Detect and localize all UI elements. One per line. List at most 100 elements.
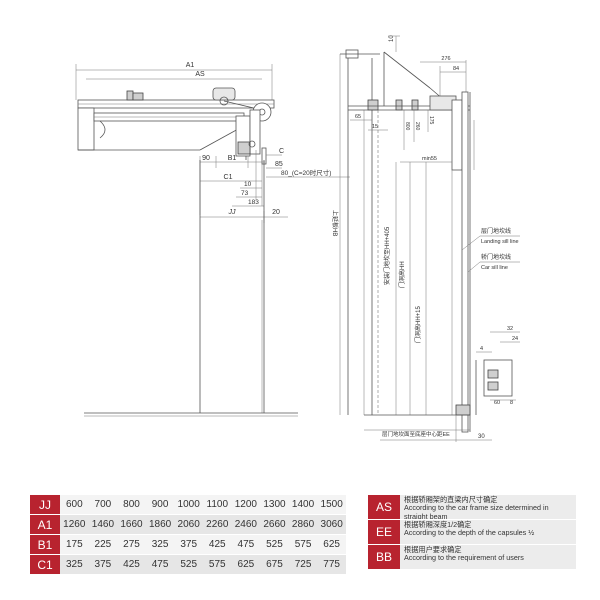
legend: AS 根据轿厢架的直梁内尺寸确定 According to the car fr… bbox=[368, 495, 576, 570]
spec-cell: 475 bbox=[231, 535, 261, 555]
dim-183: 183 bbox=[248, 199, 259, 206]
legend-code: AS bbox=[368, 495, 400, 519]
spec-row-b1: B1 175 225 275 325 375 425 475 525 575 6… bbox=[30, 535, 346, 555]
side-dim-hh405: 安装门地坎至HH+405 bbox=[383, 226, 391, 285]
dim-as: AS bbox=[195, 71, 205, 78]
spec-cell: 225 bbox=[88, 535, 118, 555]
spec-cell: 425 bbox=[202, 535, 232, 555]
side-dim-30: 30 bbox=[478, 434, 485, 440]
legend-text: 根据用户要求确定 According to the requirement of… bbox=[400, 545, 576, 569]
spec-cell: 2260 bbox=[202, 515, 232, 535]
dim-c: C bbox=[279, 148, 284, 155]
spec-cell: 775 bbox=[317, 555, 346, 575]
side-dim-800: 800 bbox=[404, 122, 410, 131]
spec-cell: 1400 bbox=[288, 495, 318, 515]
spec-cell: 425 bbox=[117, 555, 146, 575]
spec-cell: 700 bbox=[88, 495, 118, 515]
spec-cell: 1860 bbox=[145, 515, 175, 535]
dim-b1: B1 bbox=[228, 155, 237, 162]
spec-cell: 1100 bbox=[202, 495, 232, 515]
legend-cn: 根据用户要求确定 bbox=[404, 545, 462, 554]
side-dim-84: 84 bbox=[453, 66, 459, 72]
spec-cell: 2060 bbox=[174, 515, 203, 535]
side-dim-4: 4 bbox=[480, 346, 483, 352]
spec-table: JJ 600 700 800 900 1000 1100 1200 1300 1… bbox=[30, 495, 346, 575]
legend-cn: 根据轿厢深度1/2确定 bbox=[404, 520, 472, 529]
legend-code: BB bbox=[368, 545, 400, 569]
spec-cell: 725 bbox=[288, 555, 318, 575]
side-dim-hb: 上延板HB bbox=[331, 210, 339, 236]
legend-item-bb: BB 根据用户要求确定 According to the requirement… bbox=[368, 545, 576, 569]
landing-sill-en: Landing sill line bbox=[481, 239, 519, 245]
spec-code: JJ bbox=[30, 495, 60, 515]
legend-cn: 根据轿厢架的直梁内尺寸确定 bbox=[404, 495, 498, 504]
spec-cell: 600 bbox=[60, 495, 89, 515]
spec-row-c1: C1 325 375 425 475 525 575 625 675 725 7… bbox=[30, 555, 346, 575]
spec-cell: 3060 bbox=[317, 515, 346, 535]
side-dim-15: 15 bbox=[372, 124, 378, 130]
spec-cell: 375 bbox=[174, 535, 203, 555]
legend-en: According to the car frame size determin… bbox=[404, 503, 549, 519]
spec-cell: 625 bbox=[231, 555, 261, 575]
side-dim-60: 60 bbox=[494, 400, 500, 406]
spec-cell: 800 bbox=[117, 495, 146, 515]
spec-cell: 625 bbox=[317, 535, 346, 555]
spec-code: A1 bbox=[30, 515, 60, 535]
legend-text: 根据轿厢深度1/2确定 According to the depth of th… bbox=[400, 520, 576, 544]
dim-jj: JJ bbox=[228, 209, 237, 216]
spec-row-jj: JJ 600 700 800 900 1000 1100 1200 1300 1… bbox=[30, 495, 346, 515]
side-bottom-note: 层门地坎面至底座中心距EE bbox=[382, 430, 450, 438]
spec-cell: 275 bbox=[117, 535, 146, 555]
spec-code: B1 bbox=[30, 535, 60, 555]
dim-85: 85 bbox=[275, 161, 283, 168]
side-dim-276: 276 bbox=[441, 56, 450, 62]
spec-cell: 1260 bbox=[60, 515, 89, 535]
spec-cell: 1300 bbox=[260, 495, 289, 515]
dim-c-note: 80_(C=20时尺寸) bbox=[281, 168, 331, 177]
spec-cell: 1200 bbox=[231, 495, 261, 515]
spec-cell: 175 bbox=[60, 535, 89, 555]
spec-cell: 900 bbox=[145, 495, 175, 515]
spec-cell: 1660 bbox=[117, 515, 146, 535]
spec-cell: 2460 bbox=[231, 515, 261, 535]
front-view: A1 AS bbox=[75, 62, 350, 417]
spec-cell: 1460 bbox=[88, 515, 118, 535]
spec-cell: 325 bbox=[60, 555, 89, 575]
side-dim-32: 32 bbox=[507, 326, 513, 332]
side-dim-top: 10 bbox=[389, 35, 395, 42]
technical-drawing: A1 AS bbox=[75, 35, 520, 442]
legend-text: 根据轿厢架的直梁内尺寸确定 According to the car frame… bbox=[400, 495, 576, 519]
dim-20: 20 bbox=[272, 209, 280, 216]
dim-90: 90 bbox=[202, 155, 210, 162]
legend-item-as: AS 根据轿厢架的直梁内尺寸确定 According to the car fr… bbox=[368, 495, 576, 519]
spec-cell: 575 bbox=[202, 555, 232, 575]
car-sill-en: Car sill line bbox=[481, 265, 508, 271]
spec-cell: 1000 bbox=[174, 495, 203, 515]
spec-cell: 2660 bbox=[260, 515, 289, 535]
side-view: 10 上延板HB 276 84 65 bbox=[331, 35, 520, 442]
spec-cell: 525 bbox=[174, 555, 203, 575]
legend-item-ee: EE 根据轿厢深度1/2确定 According to the depth of… bbox=[368, 520, 576, 544]
dim-a1: A1 bbox=[186, 62, 195, 69]
side-dim-24: 24 bbox=[512, 336, 518, 342]
legend-en: According to the requirement of users bbox=[404, 553, 524, 563]
spec-cell: 375 bbox=[88, 555, 118, 575]
spec-code: C1 bbox=[30, 555, 60, 575]
landing-sill-cn: 层门地坎线 bbox=[481, 227, 511, 235]
spec-cell: 675 bbox=[260, 555, 289, 575]
side-dim-min55: min55 bbox=[422, 156, 437, 162]
side-dim-260: 260 bbox=[414, 122, 420, 131]
car-sill-cn: 轿门地坎线 bbox=[481, 253, 511, 261]
legend-code: EE bbox=[368, 520, 400, 544]
spec-cell: 525 bbox=[260, 535, 289, 555]
dim-73: 73 bbox=[241, 190, 249, 197]
side-dim-175: 175 bbox=[428, 116, 434, 125]
spec-cell: 325 bbox=[145, 535, 175, 555]
dim-10: 10 bbox=[244, 181, 252, 188]
legend-en: According to the depth of the capsules ½ bbox=[404, 528, 535, 538]
spec-row-a1: A1 1260 1460 1660 1860 2060 2260 2460 26… bbox=[30, 515, 346, 535]
side-dim-8: 8 bbox=[510, 400, 513, 406]
spec-cell: 575 bbox=[288, 535, 318, 555]
spec-cell: 475 bbox=[145, 555, 175, 575]
side-dim-hh: 门洞高HH bbox=[398, 261, 406, 288]
